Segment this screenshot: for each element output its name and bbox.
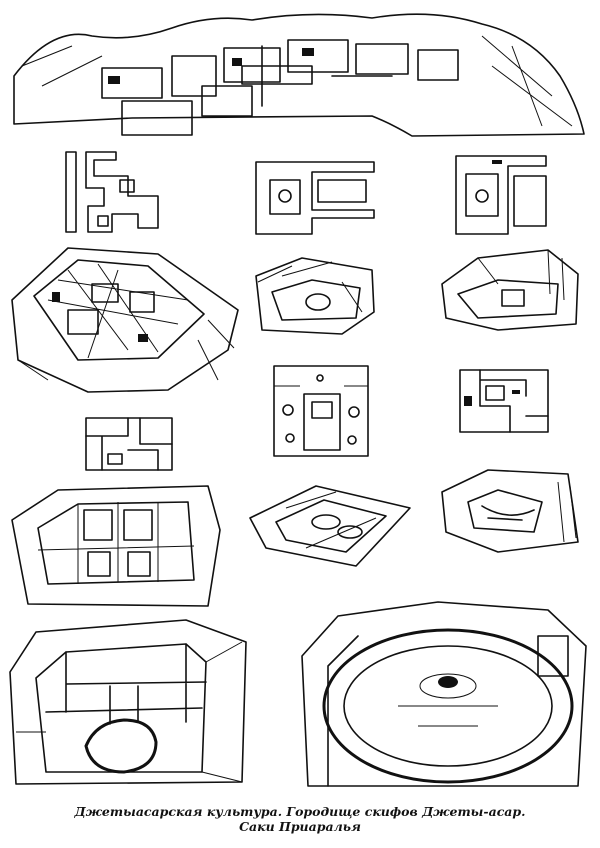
excavation-perspective-1 (8, 240, 244, 396)
figure-caption: Джетыасарская культура. Городище скифов … (0, 804, 600, 834)
plan-drawing-4 (82, 414, 176, 474)
plan-drawing-5 (270, 362, 372, 460)
plan-drawing-6 (456, 366, 552, 436)
plan-drawing-3 (452, 152, 550, 238)
plan-drawing-1 (62, 148, 162, 236)
excavation-perspective-6 (438, 462, 584, 556)
excavation-perspective-5 (246, 478, 414, 570)
caption-line-1: Джетыасарская культура. Городище скифов … (74, 804, 526, 819)
excavation-perspective-2 (252, 252, 378, 338)
excavation-perspective-8-circular-structure (298, 596, 590, 792)
settlement-panorama-drawing (12, 6, 590, 141)
plan-drawing-2 (252, 158, 378, 238)
caption-line-2: Саки Приаралья (239, 819, 361, 834)
excavation-perspective-4 (8, 480, 224, 610)
excavation-perspective-7 (6, 612, 250, 788)
excavation-perspective-3 (438, 244, 584, 334)
